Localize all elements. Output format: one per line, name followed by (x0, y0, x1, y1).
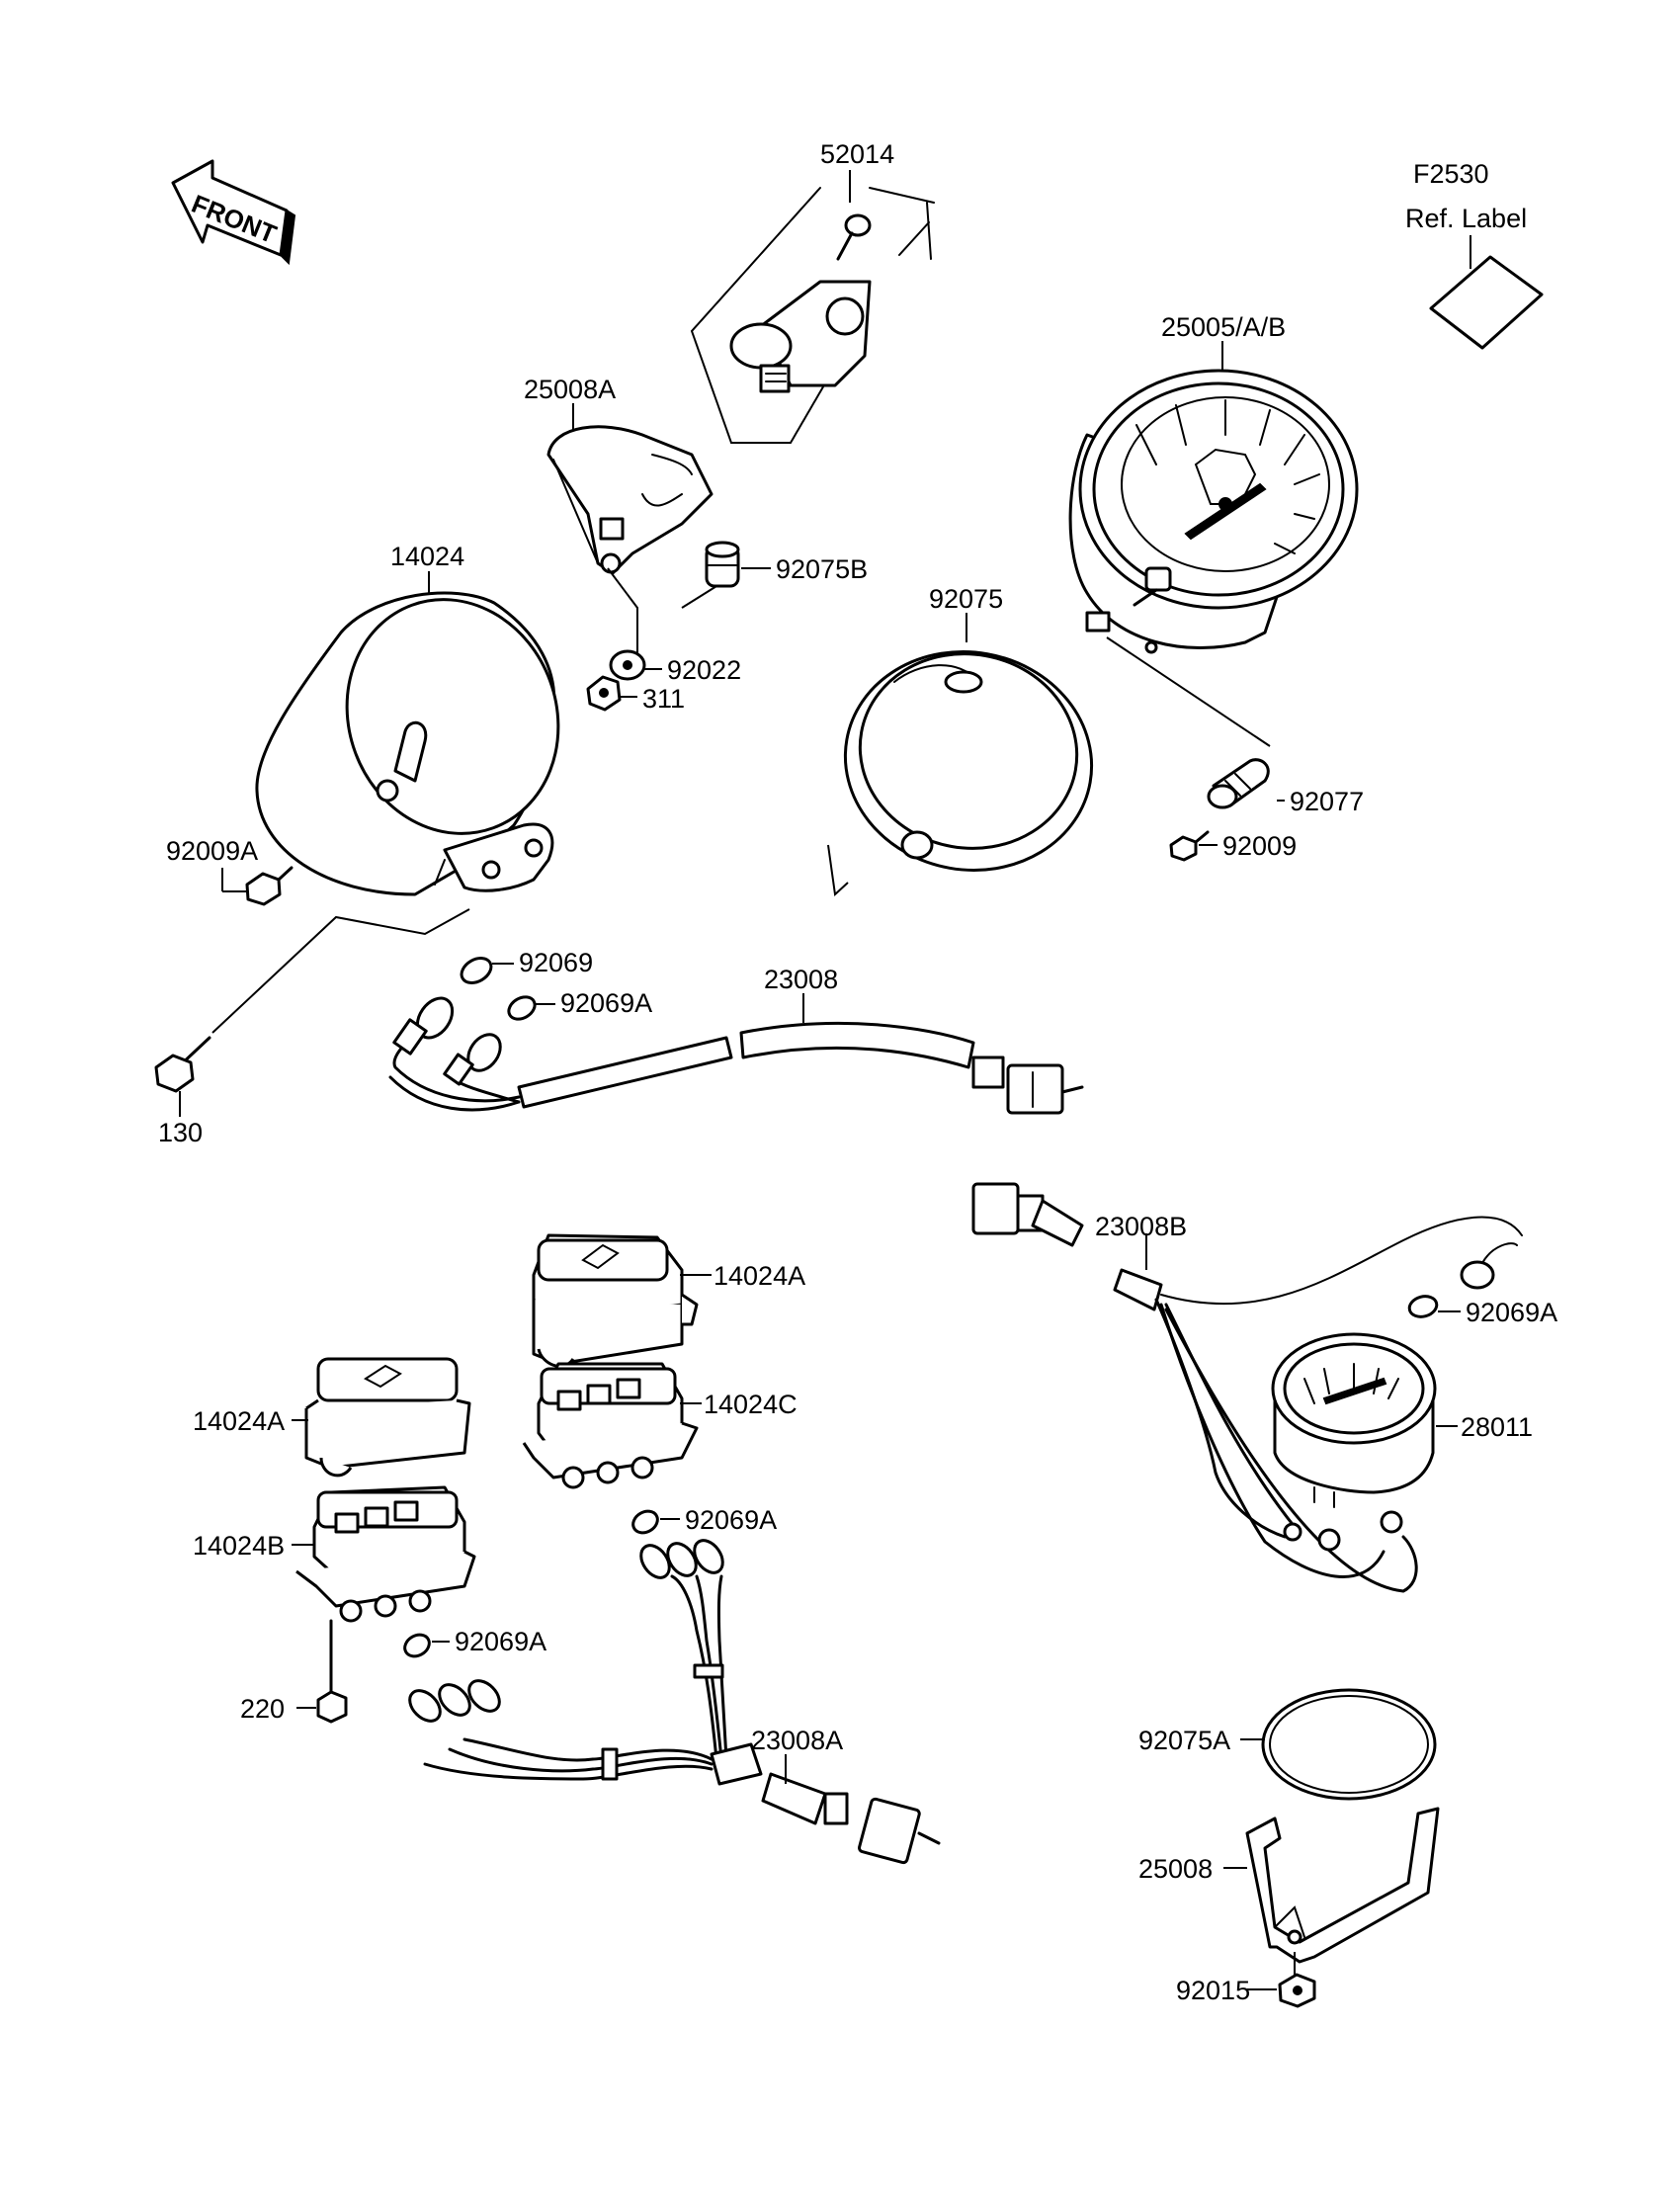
tick-mark-92075 (827, 844, 849, 897)
label-92075A: 92075A (1138, 1726, 1230, 1755)
part-92069A-bulb-low (403, 1633, 450, 1658)
part-25008-bracket (1223, 1807, 1440, 1964)
part-23008A-harness (408, 1539, 941, 1865)
label-92069A-mid: 92069A (685, 1505, 777, 1535)
part-220-screw (296, 1619, 348, 1724)
label-23008B: 23008B (1095, 1212, 1187, 1241)
part-14024B-indicator-box (292, 1485, 476, 1623)
label-92069A-top: 92069A (560, 988, 652, 1018)
ref-label-sticker (1429, 255, 1544, 350)
part-23008B-harness (971, 1182, 1523, 1593)
part-92075A-o-ring (1240, 1688, 1437, 1801)
label-92009A: 92009A (166, 836, 258, 866)
leader-130 (211, 908, 470, 1034)
label-311: 311 (642, 684, 685, 714)
label-92077: 92077 (1290, 787, 1364, 816)
part-14024-meter-cover (255, 571, 560, 896)
part-25008A-bracket (546, 403, 714, 575)
label-92075B: 92075B (776, 554, 868, 584)
label-25005: 25005/A/B (1161, 312, 1286, 342)
label-130: 130 (158, 1118, 203, 1147)
label-92069A-low: 92069A (455, 1627, 546, 1656)
label-23008A: 23008A (751, 1726, 843, 1755)
part-92069A-bulb-top (507, 995, 555, 1021)
diagram-code: F2530 (1413, 159, 1489, 189)
part-92015-nut (1247, 1952, 1316, 2008)
part-14024A-left-cover (292, 1357, 471, 1478)
label-92075: 92075 (929, 584, 1003, 614)
label-14024A-upper: 14024A (714, 1261, 805, 1291)
ref-label-caption: Ref. Label (1405, 204, 1527, 233)
label-14024C: 14024C (704, 1390, 798, 1419)
part-130-bolt (154, 1036, 211, 1117)
label-92069A-right: 92069A (1466, 1298, 1557, 1327)
front-arrow-icon: FRONT (171, 159, 296, 266)
part-92069-bulb (460, 957, 514, 984)
leader-92022 (607, 567, 638, 657)
part-92077-adapter (1207, 758, 1285, 809)
part-92022-washer (609, 649, 662, 681)
leader-92077 (1106, 636, 1271, 747)
label-52014: 52014 (820, 139, 894, 169)
label-23008: 23008 (764, 965, 838, 994)
part-92009A-screw (221, 866, 294, 906)
part-92069A-bulb-right (1407, 1295, 1461, 1318)
label-92022: 92022 (667, 655, 741, 685)
label-28011: 28011 (1461, 1412, 1533, 1442)
label-220: 220 (240, 1694, 285, 1724)
part-28011-gauge (1271, 1332, 1458, 1508)
part-23008-harness (388, 993, 1084, 1115)
label-92069-top: 92069 (519, 948, 593, 977)
part-25005-speedometer (1068, 341, 1359, 654)
label-92009: 92009 (1222, 831, 1297, 861)
part-52014-sensor (690, 170, 935, 444)
part-14024A-upper-cover (532, 1233, 712, 1368)
part-92009-screw (1169, 830, 1218, 862)
label-14024A-left: 14024A (193, 1406, 285, 1436)
part-92069A-bulb-mid (631, 1509, 680, 1535)
label-25008: 25008 (1138, 1854, 1213, 1884)
part-92075-trim-ring (843, 613, 1094, 872)
label-92015: 92015 (1176, 1976, 1250, 2005)
label-14024B: 14024B (193, 1531, 285, 1561)
part-92075B-grommet (705, 541, 771, 588)
label-14024: 14024 (390, 542, 464, 571)
part-311-nut (586, 675, 637, 712)
part-14024C-indicator-box (522, 1362, 702, 1489)
label-25008A: 25008A (524, 375, 616, 404)
